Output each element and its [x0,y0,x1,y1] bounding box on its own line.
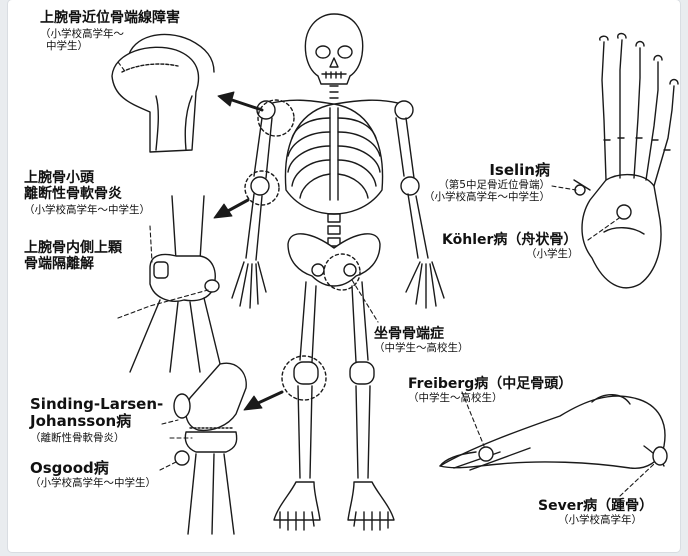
label-kohler: Köhler病（舟状骨） （小学生） [442,232,579,260]
label-proximal-humerus: 上腕骨近位骨端線障害 （小学校高学年〜 中学生） [40,10,180,52]
label-iselin-name: Iselin病 [412,162,550,179]
label-osgood: Osgood病 （小学校高学年〜中学生） [30,460,156,489]
label-iselin-note: （第5中足骨近位骨端） [412,179,550,191]
label-ischial: 坐骨骨端症 （中学生〜高校生） [374,326,469,354]
arrow-knee [256,392,282,404]
label-sinding-larsen-name-1: Sinding-Larsen- [30,396,163,413]
label-ischial-name: 坐骨骨端症 [374,326,469,342]
capitellum-lesion [154,262,168,278]
arrow-elbow [226,200,248,212]
label-capitellum-ages: （小学校高学年〜中学生） [24,204,150,216]
label-capitellum: 上腕骨小頭 離断性骨軟骨炎 （小学校高学年〜中学生） [24,170,150,216]
label-sinding-larsen-note: （離断性骨軟骨炎） [30,432,163,444]
label-sever: Sever病（踵骨） （小学校高学年） [538,498,653,526]
label-proximal-humerus-ages-1: （小学校高学年〜 [40,28,180,40]
label-kohler-ages: （小学生） [442,248,579,260]
label-capitellum-name-2: 離断性骨軟骨炎 [24,186,150,202]
foot-top-view [574,34,678,288]
arrow-shoulder [232,100,262,110]
label-osgood-ages: （小学校高学年〜中学生） [30,477,156,489]
elbow-detail [130,196,222,372]
label-proximal-humerus-ages-2: 中学生） [40,40,180,52]
label-medial-epicondyle-name-1: 上腕骨内側上顆 [24,240,122,256]
label-freiberg: Freiberg病（中足骨頭） （中学生〜高校生） [408,376,572,404]
tibial-tubercle [175,451,189,465]
label-sinding-larsen: Sinding-Larsen- Johansson病 （離断性骨軟骨炎） [30,396,163,444]
knee-detail [174,363,246,534]
label-sever-ages: （小学校高学年） [538,514,653,526]
pointer-arrows [214,92,282,410]
label-proximal-humerus-name: 上腕骨近位骨端線障害 [40,10,180,26]
label-freiberg-name: Freiberg病（中足骨頭） [408,376,572,392]
patella [174,394,190,418]
label-kohler-name: Köhler病（舟状骨） [442,232,579,248]
label-freiberg-ages: （中学生〜高校生） [408,392,572,404]
label-iselin: Iselin病 （第5中足骨近位骨端） （小学校高学年〜中学生） [412,162,550,203]
label-osgood-name: Osgood病 [30,460,156,477]
label-sinding-larsen-name-2: Johansson病 [30,413,163,430]
label-medial-epicondyle-name-2: 骨端隔離解 [24,256,122,272]
skeleton-illustration [232,14,444,530]
navicular [617,205,631,219]
label-capitellum-name-1: 上腕骨小頭 [24,170,150,186]
metatarsal-head [479,447,493,461]
label-sever-name: Sever病（踵骨） [538,498,653,514]
label-ischial-ages: （中学生〜高校生） [374,342,469,354]
label-iselin-ages: （小学校高学年〜中学生） [412,191,550,203]
calcaneal-apophysis [653,447,667,465]
label-medial-epicondyle: 上腕骨内側上顆 骨端隔離解 [24,240,122,272]
foot-side-view [440,395,667,470]
